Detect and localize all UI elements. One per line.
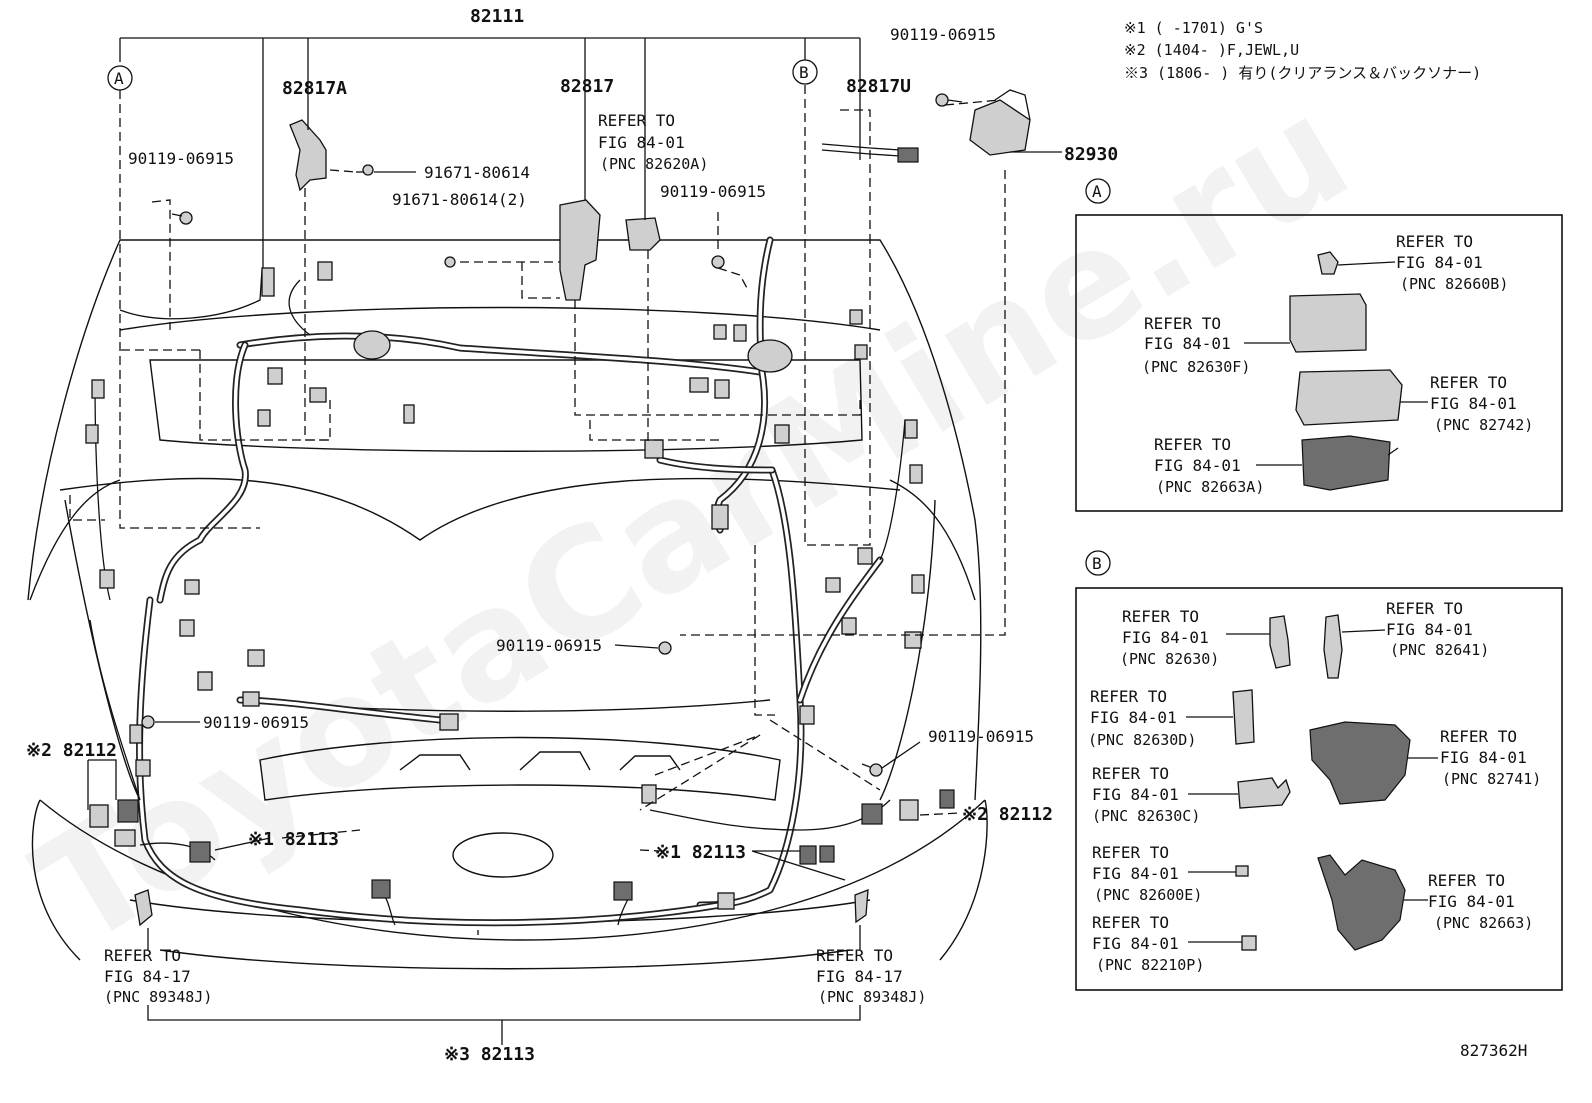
panel-b-frame xyxy=(1075,587,1563,991)
clip-label-a: 91671-80614 xyxy=(424,163,530,182)
refer-top-line2: FIG 84-01 xyxy=(598,133,685,152)
notes: ※1 ( -1701) G'S ※2 (1404- )F,JEWL,U ※3 (… xyxy=(1124,19,1481,82)
panel-b-ref6-l3: (PNC 82600E) xyxy=(1094,886,1202,904)
panel-b-ref4-l1: REFER TO xyxy=(1440,727,1517,746)
marker-a-circle xyxy=(107,65,133,91)
refer-bottom-left-line1: REFER TO xyxy=(104,946,181,965)
panel-b-ref8-l2: FIG 84-01 xyxy=(1092,934,1179,953)
panel-b-ref1-l1: REFER TO xyxy=(1122,607,1199,626)
label-82113-left: ※1 82113 xyxy=(248,829,339,850)
panel-a-ref1-l2: FIG 84-01 xyxy=(1396,253,1483,272)
refer-top-line1: REFER TO xyxy=(598,111,675,130)
panel-a-ref2-l1: REFER TO xyxy=(1144,314,1221,333)
panel-a-frame xyxy=(1075,214,1563,512)
panel-a-ref4-l3: (PNC 82663A) xyxy=(1156,478,1264,496)
label-82113-bottom: ※3 82113 xyxy=(444,1044,535,1065)
panel-b-ref4-l2: FIG 84-01 xyxy=(1440,748,1527,767)
panel-b-ref7-l1: REFER TO xyxy=(1428,871,1505,890)
panel-a-marker: A xyxy=(1092,182,1102,201)
label-82112-right: ※2 82112 xyxy=(962,804,1053,825)
part-number-82930: 82930 xyxy=(1064,144,1118,165)
panel-b-ref5-l2: FIG 84-01 xyxy=(1092,785,1179,804)
refer-top-line3: (PNC 82620A) xyxy=(600,155,708,173)
marker-b-label: B xyxy=(799,63,809,82)
note-3: ※3 (1806- ) 有り(クリアランス＆バックソナー) xyxy=(1124,64,1481,82)
refer-bottom-left-line3: (PNC 89348J) xyxy=(104,988,212,1006)
panel-a-marker-circle xyxy=(1085,178,1111,204)
bolt-label-right-low: 90119-06915 xyxy=(928,727,1034,746)
panel-a-ref3-l2: FIG 84-01 xyxy=(1430,394,1517,413)
panel-a-ref1-l3: (PNC 82660B) xyxy=(1400,275,1508,293)
harness-connectors xyxy=(85,261,955,927)
detail-panel-b: B REFER TO FIG 84-01 (PNC 82630) REFER T… xyxy=(1075,550,1563,991)
part-number-82817a: 82817A xyxy=(282,78,347,99)
panel-b-ref6-l1: REFER TO xyxy=(1092,843,1169,862)
panel-b-ref7-l3: (PNC 82663) xyxy=(1434,914,1533,932)
clip-label-b: 91671-80614(2) xyxy=(392,190,527,209)
panel-b-marker: B xyxy=(1092,554,1102,573)
panel-b-ref2-l1: REFER TO xyxy=(1386,599,1463,618)
detached-parts xyxy=(141,89,1031,777)
panel-b-ref1-l3: (PNC 82630) xyxy=(1120,650,1219,668)
part-number-82817u: 82817U xyxy=(846,76,911,97)
panel-a-ref2-l3: (PNC 82630F) xyxy=(1142,358,1250,376)
bolt-label-mid-right: 90119-06915 xyxy=(660,182,766,201)
part-number-82111: 82111 xyxy=(470,6,524,27)
label-82112-left: ※2 82112 xyxy=(26,740,117,761)
note-2: ※2 (1404- )F,JEWL,U xyxy=(1124,41,1299,59)
marker-b-circle xyxy=(792,59,818,85)
panel-b-ref1-l2: FIG 84-01 xyxy=(1122,628,1209,647)
label-82113-right: ※1 82113 xyxy=(655,842,746,863)
bolt-label-center: 90119-06915 xyxy=(496,636,602,655)
panel-b-ref8-l3: (PNC 82210P) xyxy=(1096,956,1204,974)
bolt-label-top-left: 90119-06915 xyxy=(128,149,234,168)
refer-bottom-right-line2: FIG 84-17 xyxy=(816,967,903,986)
panel-b-ref3-l2: FIG 84-01 xyxy=(1090,708,1177,727)
panel-b-ref5-l3: (PNC 82630C) xyxy=(1092,807,1200,825)
panel-b-ref7-l2: FIG 84-01 xyxy=(1428,892,1515,911)
panel-a-ref4-l1: REFER TO xyxy=(1154,435,1231,454)
refer-bottom-right-line3: (PNC 89348J) xyxy=(818,988,926,1006)
panel-a-ref4-l2: FIG 84-01 xyxy=(1154,456,1241,475)
refer-bottom-right-line1: REFER TO xyxy=(816,946,893,965)
panel-a-ref2-l2: FIG 84-01 xyxy=(1144,334,1231,353)
panel-a-ref1-l1: REFER TO xyxy=(1396,232,1473,251)
panel-b-ref4-l3: (PNC 82741) xyxy=(1442,770,1541,788)
panel-b-marker-circle xyxy=(1085,550,1111,576)
refer-bottom-left-line2: FIG 84-17 xyxy=(104,967,191,986)
panel-b-ref2-l2: FIG 84-01 xyxy=(1386,620,1473,639)
panel-b-ref8-l1: REFER TO xyxy=(1092,913,1169,932)
note-1: ※1 ( -1701) G'S xyxy=(1124,19,1263,37)
leader-lines xyxy=(69,37,1062,1045)
main-labels: 82111 A B 82817A 82817 82817U 82930 9011… xyxy=(26,6,1118,1065)
panel-b-ref6-l2: FIG 84-01 xyxy=(1092,864,1179,883)
panel-a-ref3-l3: (PNC 82742) xyxy=(1434,416,1533,434)
panel-a-ref3-l1: REFER TO xyxy=(1430,373,1507,392)
part-number-82817: 82817 xyxy=(560,76,614,97)
panel-b-ref2-l3: (PNC 82641) xyxy=(1390,641,1489,659)
panel-b-ref3-l1: REFER TO xyxy=(1090,687,1167,706)
bolt-label-left-low: 90119-06915 xyxy=(203,713,309,732)
panel-b-ref5-l1: REFER TO xyxy=(1092,764,1169,783)
panel-b-ref3-l3: (PNC 82630D) xyxy=(1088,731,1196,749)
bolt-label-top-right: 90119-06915 xyxy=(890,25,996,44)
detail-panel-a: A REFER TO FIG 84-01 (PNC 82660B) REFER … xyxy=(1075,178,1563,512)
diagram-id: 827362H xyxy=(1460,1041,1527,1060)
marker-a-label: A xyxy=(114,69,124,88)
